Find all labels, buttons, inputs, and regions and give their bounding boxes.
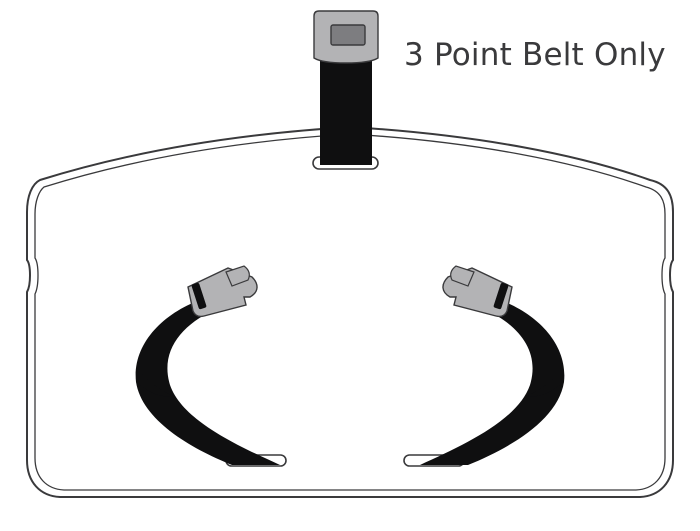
- caption-label: 3 Point Belt Only: [404, 37, 666, 73]
- pad-outline-icon: [26, 125, 674, 498]
- top-strap-icon: [312, 10, 379, 170]
- left-strap-icon: [135, 265, 287, 467]
- right-strap-icon: [403, 265, 565, 467]
